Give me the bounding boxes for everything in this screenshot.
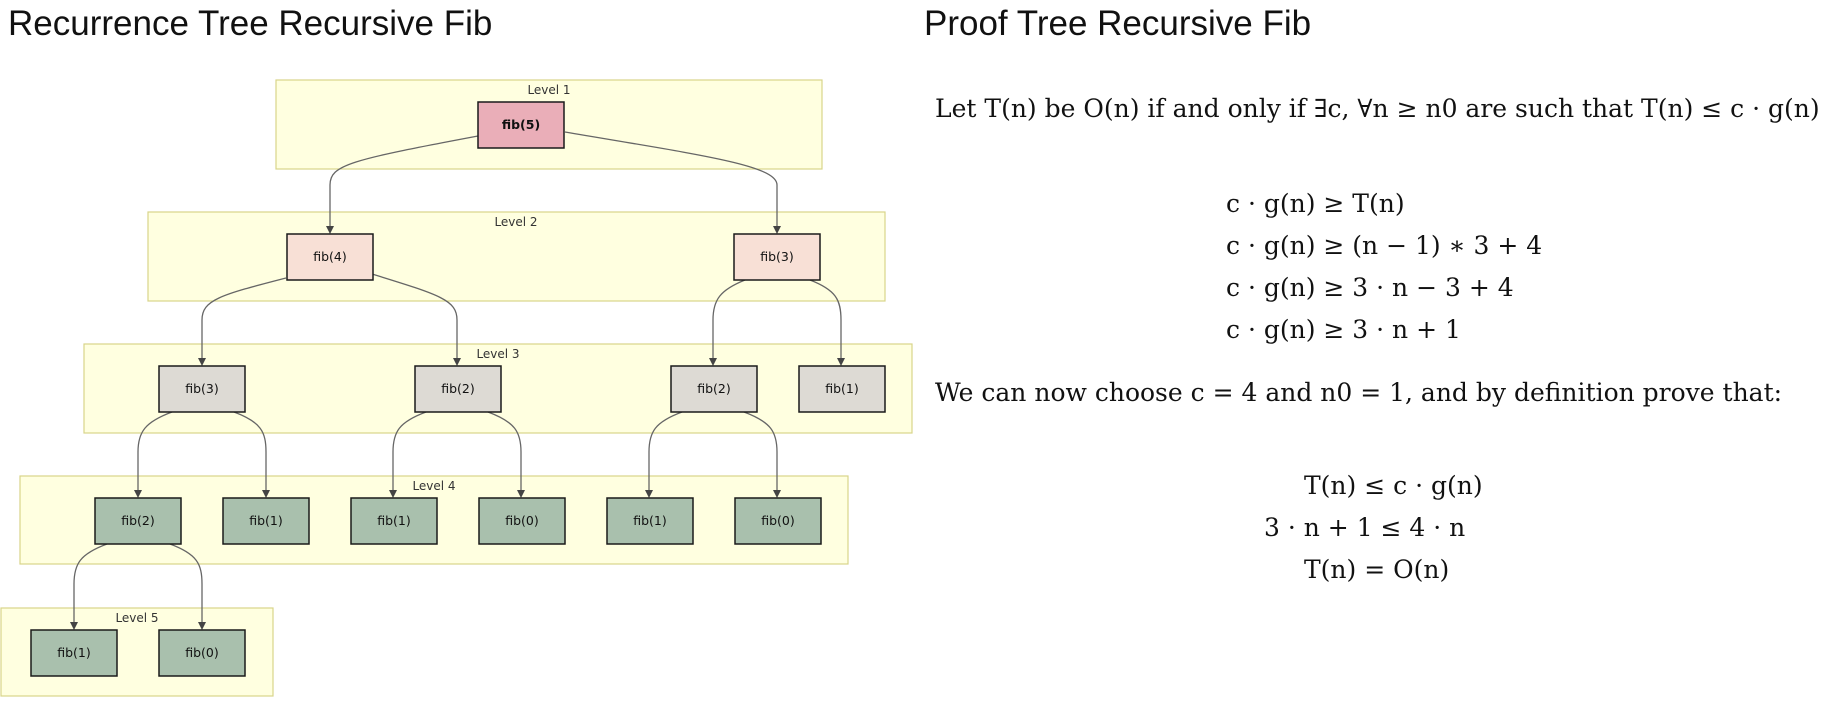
proof-definition: Let T(n) be O(n) if and only if ∃c, ∀n ≥… — [935, 94, 1820, 123]
level-2-label: Level 2 — [494, 215, 537, 229]
node-label: fib(0) — [505, 513, 539, 528]
tree-node: fib(2) — [414, 365, 502, 413]
edge-fib5-fib4 — [326, 135, 479, 234]
tree-node: fib(0) — [478, 497, 566, 545]
proof-step: c · g(n) ≥ (n − 1) ∗ 3 + 4 — [1226, 231, 1543, 260]
proof-conclusion: T(n) = O(n) — [1304, 555, 1450, 584]
edge-l3b-l4d — [487, 411, 525, 498]
tree-edges — [70, 131, 845, 630]
node-label: fib(2) — [697, 381, 731, 396]
edge-fib4-fib2 — [371, 273, 461, 366]
proof-step: c · g(n) ≥ T(n) — [1226, 189, 1405, 218]
node-label: fib(3) — [760, 249, 794, 264]
node-label: fib(2) — [121, 513, 155, 528]
tree-node: fib(1) — [30, 629, 118, 677]
left-title: Recurrence Tree Recursive Fib — [8, 4, 493, 43]
tree-node: fib(0) — [158, 629, 246, 677]
tree-node: fib(4) — [286, 233, 374, 281]
proof-conclusion: 3 · n + 1 ≤ 4 · n — [1264, 513, 1466, 542]
node-label: fib(4) — [313, 249, 347, 264]
edge-fib3-fib1 — [809, 279, 845, 366]
node-label: fib(1) — [633, 513, 667, 528]
proof-choice: We can now choose c = 4 and n0 = 1, and … — [935, 378, 1783, 407]
edge-l3b-l4c — [389, 411, 427, 498]
edge-l3c-l4e — [645, 411, 683, 498]
recurrence-tree-diagram: Level 1 Level 2 Level 3 Level 4 Level 5 … — [0, 79, 913, 697]
edge-l3a-l4a — [134, 411, 173, 498]
node-label: fib(3) — [185, 381, 219, 396]
node-label: fib(5) — [502, 117, 540, 132]
tree-node: fib(0) — [734, 497, 822, 545]
node-label: fib(1) — [825, 381, 859, 396]
edge-l4a-l5a — [70, 543, 108, 630]
node-label: fib(2) — [441, 381, 475, 396]
edge-fib4-fib3 — [198, 277, 287, 366]
tree-node: fib(5) — [477, 101, 565, 149]
proof-step: c · g(n) ≥ 3 · n + 1 — [1226, 315, 1461, 344]
tree-node: fib(2) — [670, 365, 758, 413]
edge-fib5-fib3 — [564, 131, 781, 234]
tree-node: fib(3) — [733, 233, 821, 281]
edge-l4a-l5b — [169, 543, 206, 630]
right-title: Proof Tree Recursive Fib — [924, 4, 1312, 43]
node-label: fib(0) — [185, 645, 219, 660]
level-4-label: Level 4 — [412, 479, 455, 493]
edge-l3a-l4b — [233, 411, 270, 498]
edge-l3c-l4f — [743, 411, 781, 498]
level-5-label: Level 5 — [115, 611, 158, 625]
node-label: fib(1) — [57, 645, 91, 660]
tree-node: fib(1) — [222, 497, 310, 545]
edge-fib3-fib2 — [709, 279, 746, 366]
node-label: fib(1) — [249, 513, 283, 528]
tree-node: fib(1) — [350, 497, 438, 545]
proof-conclusion: T(n) ≤ c · g(n) — [1304, 471, 1483, 500]
node-label: fib(1) — [377, 513, 411, 528]
node-label: fib(0) — [761, 513, 795, 528]
tree-node: fib(1) — [798, 365, 886, 413]
proof-step: c · g(n) ≥ 3 · n − 3 + 4 — [1226, 273, 1514, 302]
tree-node: fib(1) — [606, 497, 694, 545]
tree-node: fib(2) — [94, 497, 182, 545]
level-1-label: Level 1 — [527, 83, 570, 97]
level-3-label: Level 3 — [476, 347, 519, 361]
tree-node: fib(3) — [158, 365, 246, 413]
